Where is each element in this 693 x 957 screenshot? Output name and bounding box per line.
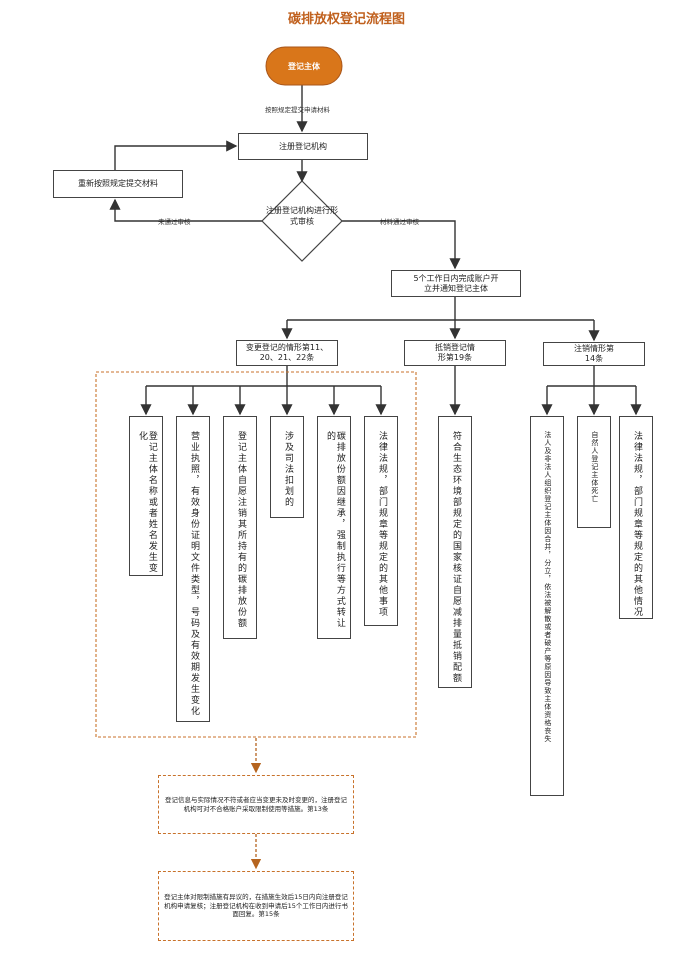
note-article-15: 登记主体对限制措施有异议的，在措施生效后15日内向注册登记机构申请复核；注册登记…: [158, 871, 354, 941]
review-label: 注册登记机构进行形式审核: [266, 206, 338, 226]
offset-item: 符合生态环境部规定的国家核证自愿减排量抵销配额: [438, 416, 472, 688]
change-item-judicial: 涉及司法扣划的: [270, 416, 304, 518]
resubmit-box: 重新按照规定提交材料: [53, 170, 183, 198]
change-item-inheritance: 碳排放份额因继承，强制执行等方式转让的: [317, 416, 351, 639]
change-item-other: 法律法规，部门规章等规定的其他事项: [364, 416, 398, 626]
registry-box: 注册登记机构: [238, 133, 368, 160]
pass-label: 材料通过审核: [380, 218, 419, 226]
cancel-item-dissolution: 法人及非法人组织登记主体因合并，分立，依法被解散或者破产等原因导致主体资格丧失: [530, 416, 564, 796]
change-item-name: 登记主体名称或者姓名发生变化: [129, 416, 163, 576]
note-article-13: 登记信息与实际情况不符或者应当变更未及时变更的，注册登记机构可对不合格账户采取限…: [158, 775, 354, 834]
branch-offset-box: 抵销登记情形第19条: [404, 340, 506, 366]
branch-cancel-box: 注销情形第14条: [543, 342, 645, 366]
start-capsule: [265, 46, 343, 86]
fail-label: 未通过审核: [158, 218, 191, 226]
start-node: 登记主体: [288, 61, 320, 71]
change-item-voluntary-cancel: 登记主体自愿注销其所持有的碳排放份额: [223, 416, 257, 639]
page-title: 碳排放权登记流程图: [287, 12, 405, 27]
cancel-item-death: 自然人登记主体死亡: [577, 416, 611, 528]
cancel-item-other: 法律法规，部门规章等规定的其他情况: [619, 416, 653, 619]
review-diamond: [261, 180, 343, 262]
branch-change-box: 变更登记的情形第11、20、21、22条: [236, 340, 338, 366]
submit-label: 按照规定提交申请材料: [265, 106, 330, 114]
change-item-license: 营业执照，有效身份证明文件类型，号码及有效期发生变化: [176, 416, 210, 722]
open-account-box: 5个工作日内完成账户开立并通知登记主体: [391, 270, 521, 297]
